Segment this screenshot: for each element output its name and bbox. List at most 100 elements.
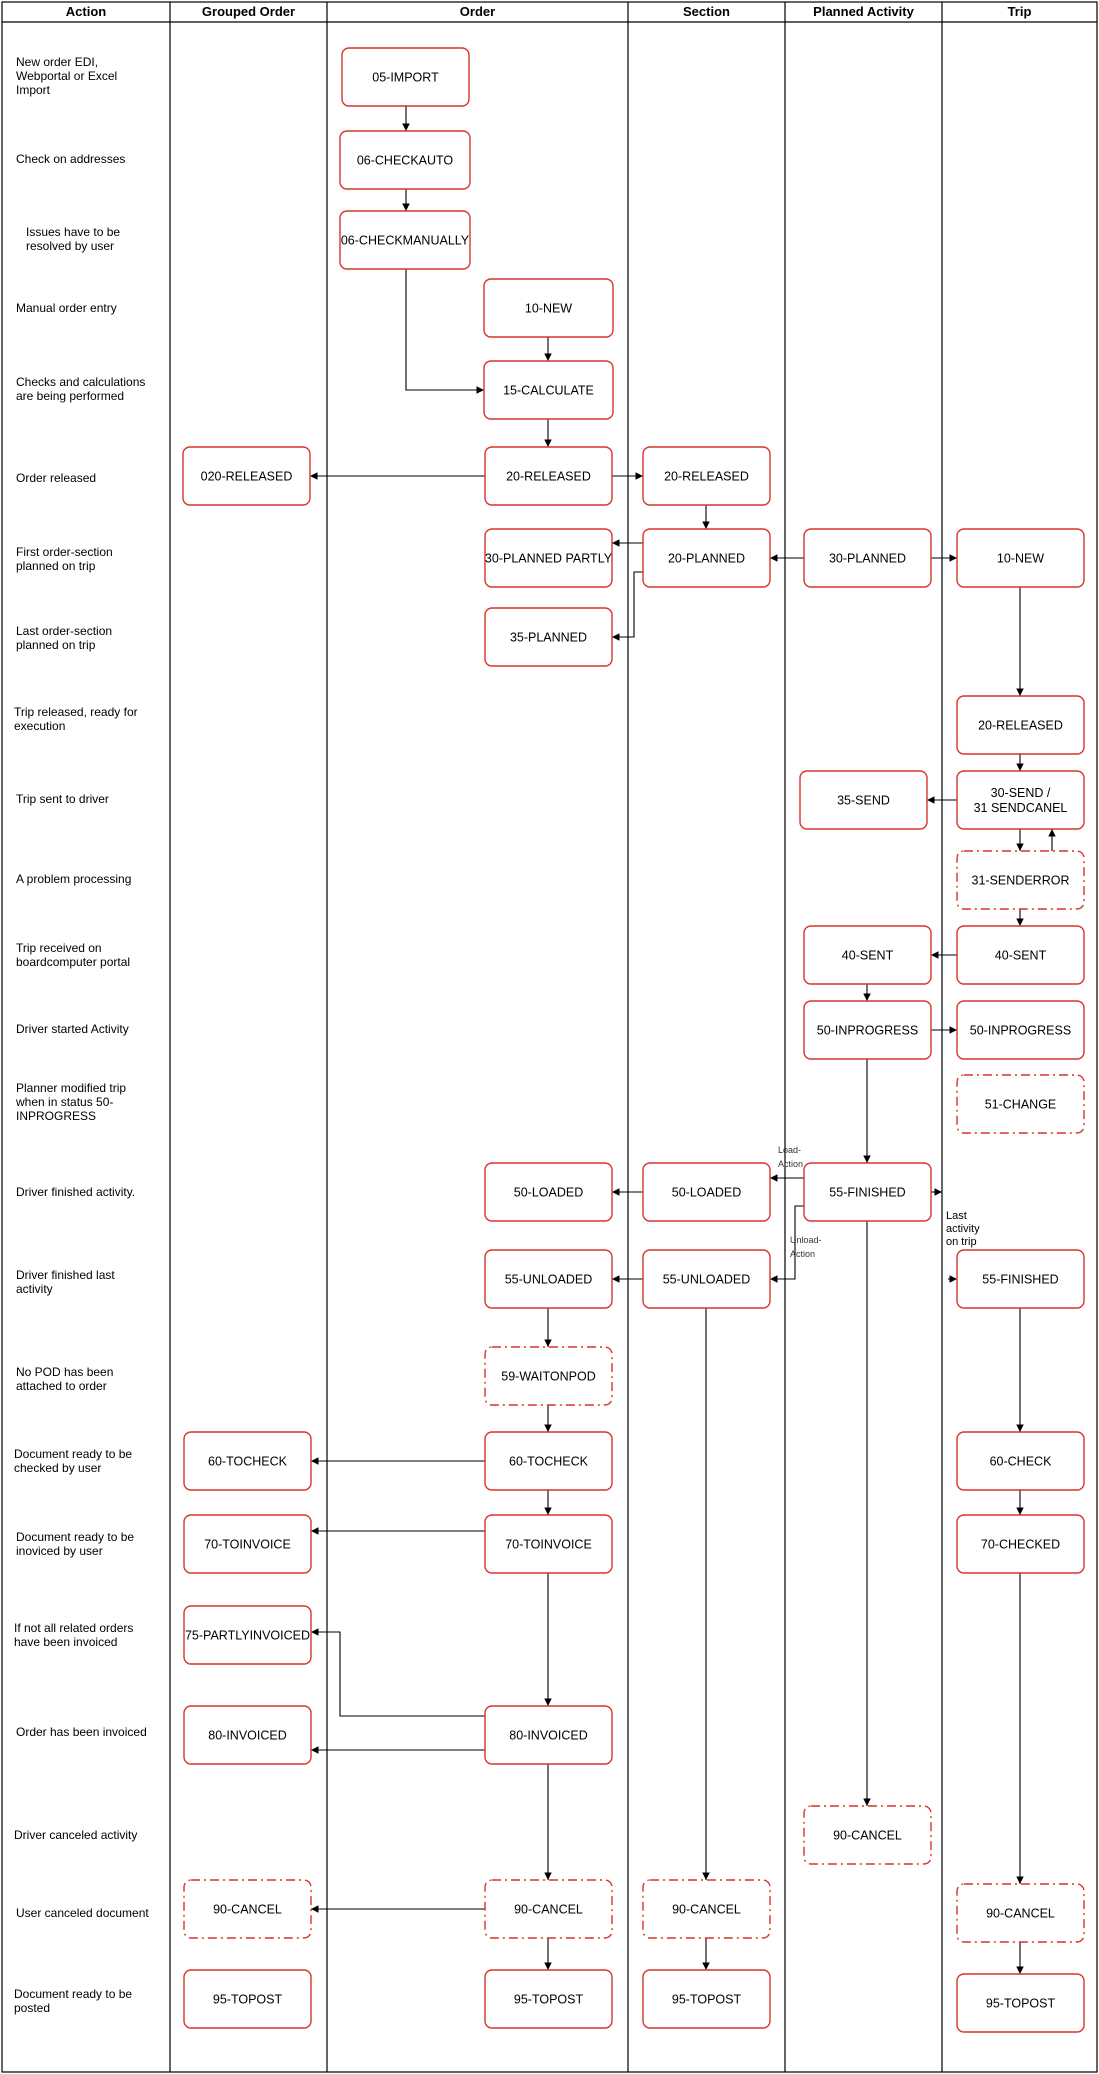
- status-node-55-unloaded: 55-UNLOADED: [642, 1249, 771, 1309]
- node-label: 60-TOCHECK: [509, 1455, 589, 1469]
- status-node-05-import: 05-IMPORT: [341, 47, 470, 107]
- status-node-95-topost: 95-TOPOST: [956, 1973, 1085, 2033]
- lane-header-section: Section: [683, 4, 730, 19]
- lane-header-trip: Trip: [1008, 4, 1032, 19]
- status-node-20-released: 20-RELEASED: [642, 446, 771, 506]
- node-box: [956, 770, 1085, 830]
- status-node-95-topost: 95-TOPOST: [642, 1969, 771, 2029]
- transition-arrows: [310, 106, 1056, 1974]
- node-label: 95-TOPOST: [213, 1993, 283, 2007]
- node-box: [484, 1705, 613, 1765]
- transition-arrow: [770, 1205, 804, 1283]
- dashed-node-box: [183, 1879, 312, 1939]
- node-box: [483, 360, 614, 420]
- status-node-90-cancel: 90-CANCEL: [642, 1879, 771, 1939]
- node-label: 70-TOINVOICE: [204, 1538, 291, 1552]
- status-node-60-tocheck: 60-TOCHECK: [183, 1431, 312, 1491]
- node-box: [956, 925, 1085, 985]
- node-label: 20-RELEASED: [506, 470, 591, 484]
- node-box: [956, 695, 1085, 755]
- status-node-60-check: 60-CHECK: [956, 1431, 1085, 1491]
- node-label: 05-IMPORT: [372, 71, 439, 85]
- node-label: 35-PLANNED: [510, 631, 587, 645]
- node-label: 60-CHECK: [990, 1455, 1052, 1469]
- status-node-15-calculate: 15-CALCULATE: [483, 360, 614, 420]
- node-box: [484, 1249, 613, 1309]
- node-label: 40-SENT: [842, 949, 894, 963]
- dashed-node-box: [484, 1879, 613, 1939]
- transition-arrow: [612, 571, 643, 641]
- node-label: 60-TOCHECK: [208, 1455, 288, 1469]
- node-box: [183, 1705, 312, 1765]
- node-box: [484, 528, 613, 588]
- node-label: 55-FINISHED: [829, 1186, 905, 1200]
- node-box: [483, 278, 614, 338]
- action-label: Driver canceled activity: [14, 1828, 137, 1842]
- status-node-90-cancel: 90-CANCEL: [183, 1879, 312, 1939]
- node-label: 50-INPROGRESS: [970, 1024, 1071, 1038]
- node-box: [339, 210, 471, 270]
- node-label: 50-LOADED: [672, 1186, 741, 1200]
- node-box: [956, 1514, 1085, 1574]
- node-label: 95-TOPOST: [514, 1993, 584, 2007]
- status-node-30-send-31-sendcanel: 30-SEND /31 SENDCANEL: [956, 770, 1085, 830]
- node-label: 06-CHECKAUTO: [357, 154, 454, 168]
- node-box: [484, 1431, 613, 1491]
- action-label: Check on addresses: [16, 152, 125, 166]
- action-label: Order has been invoiced: [16, 1725, 147, 1739]
- status-node-10-new: 10-NEW: [956, 528, 1085, 588]
- node-box: [484, 1514, 613, 1574]
- node-label: 55-UNLOADED: [505, 1273, 593, 1287]
- dashed-node-box: [642, 1879, 771, 1939]
- node-label: 10-NEW: [525, 302, 572, 316]
- status-node-40-sent: 40-SENT: [803, 925, 932, 985]
- status-node-20-released: 20-RELEASED: [484, 446, 613, 506]
- status-node-51-change: 51-CHANGE: [956, 1074, 1085, 1134]
- status-node-35-planned: 35-PLANNED: [484, 607, 613, 667]
- node-box: [642, 528, 771, 588]
- node-label: 95-TOPOST: [986, 1997, 1056, 2011]
- node-box: [803, 1000, 932, 1060]
- status-node-90-cancel: 90-CANCEL: [956, 1883, 1085, 1943]
- node-box: [183, 1969, 312, 2029]
- action-label: Trip sent to driver: [16, 792, 109, 806]
- node-label: 51-CHANGE: [985, 1098, 1057, 1112]
- node-label: 31-SENDERROR: [972, 874, 1070, 888]
- note-unload-action: Unload-Action: [790, 1235, 822, 1259]
- node-box: [956, 1249, 1085, 1309]
- node-box: [341, 47, 470, 107]
- status-node-75-partlyinvoiced: 75-PARTLYINVOICED: [183, 1605, 312, 1665]
- node-label: 59-WAITONPOD: [501, 1370, 595, 1384]
- status-node-70-checked: 70-CHECKED: [956, 1514, 1085, 1574]
- node-box: [183, 1605, 312, 1665]
- status-node-50-loaded: 50-LOADED: [642, 1162, 771, 1222]
- status-node-60-tocheck: 60-TOCHECK: [484, 1431, 613, 1491]
- node-box: [642, 1249, 771, 1309]
- action-label: Driver started Activity: [16, 1022, 129, 1036]
- status-node-06-checkauto: 06-CHECKAUTO: [339, 130, 471, 190]
- node-box: [803, 1162, 932, 1222]
- node-label: 70-CHECKED: [981, 1538, 1060, 1552]
- node-label: 75-PARTLYINVOICED: [185, 1629, 310, 1643]
- lane-header-grouped-order: Grouped Order: [202, 4, 295, 19]
- node-box: [642, 1162, 771, 1222]
- node-box: [183, 1431, 312, 1491]
- action-label: A problem processing: [16, 872, 131, 886]
- status-node-20-released: 20-RELEASED: [956, 695, 1085, 755]
- node-box: [183, 1514, 312, 1574]
- status-node-020-released: 020-RELEASED: [182, 446, 311, 506]
- node-label: 80-INVOICED: [509, 1729, 588, 1743]
- status-node-55-finished: 55-FINISHED: [803, 1162, 932, 1222]
- status-node-95-topost: 95-TOPOST: [183, 1969, 312, 2029]
- status-node-35-send: 35-SEND: [799, 770, 928, 830]
- node-box: [339, 130, 471, 190]
